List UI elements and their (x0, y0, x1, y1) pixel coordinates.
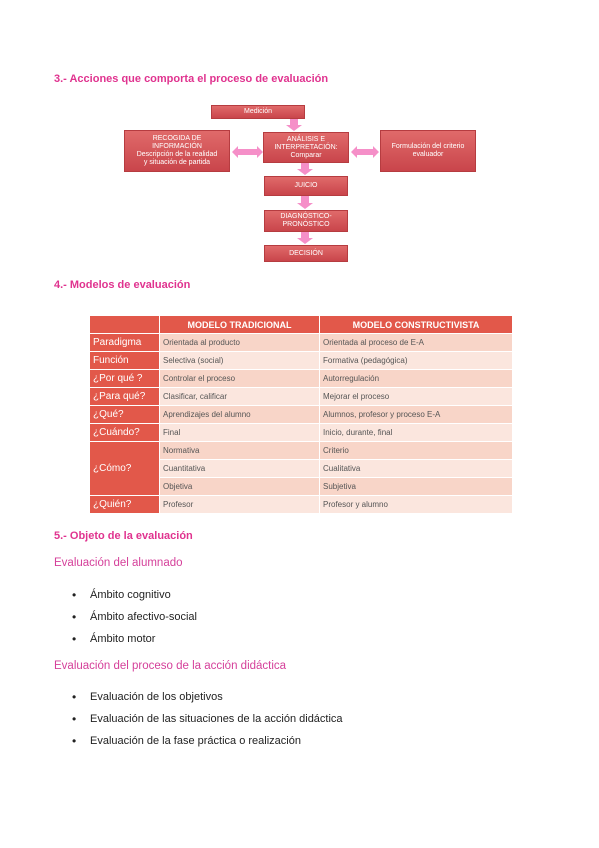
box-diagnostico-line1: DIAGNÓSTICO- (280, 213, 332, 220)
cell-tradicional: Orientada al producto (159, 333, 320, 352)
cell-constructivista: Formativa (pedagógica) (319, 351, 513, 370)
cell-tradicional: Final (159, 423, 320, 442)
arrow-recogida-analisis (232, 146, 263, 158)
box-recogida: RECOGIDA DE INFORMACIÓN Descripción de l… (124, 130, 230, 172)
alumnado-subheading: Evaluación del alumnado (54, 557, 183, 569)
box-medicion-label: Medición (243, 108, 272, 115)
table-header-row: MODELO TRADICIONAL MODELO CONSTRUCTIVIST… (89, 315, 513, 334)
list-item: Evaluación de la fase práctica o realiza… (72, 734, 343, 756)
cell-tradicional: Cuantitativa (159, 459, 320, 478)
list-item: Ámbito cognitivo (72, 588, 197, 610)
header-tradicional: MODELO TRADICIONAL (159, 315, 320, 334)
header-constructivista: MODELO CONSTRUCTIVISTA (319, 315, 513, 334)
table-row: Paradigma Orientada al producto Orientad… (89, 333, 513, 352)
cell-tradicional: Selectiva (social) (159, 351, 320, 370)
proceso-subheading: Evaluación del proceso de la acción didá… (54, 660, 287, 672)
section-4-heading: 4.- Modelos de evaluación (54, 279, 191, 291)
cell-constructivista: Criterio (319, 441, 513, 460)
section-3-heading: 3.- Acciones que comporta el proceso de … (54, 73, 329, 85)
row-label: Función (89, 351, 160, 370)
table-row: ¿Por qué ? Controlar el proceso Autorreg… (89, 369, 513, 388)
proceso-list: Evaluación de los objetivos Evaluación d… (72, 690, 343, 756)
table-row: ¿Quién? Profesor Profesor y alumno (89, 495, 513, 514)
table-row: Objetiva Subjetiva (90, 477, 513, 496)
row-label: ¿Quién? (89, 495, 160, 514)
models-table: MODELO TRADICIONAL MODELO CONSTRUCTIVIST… (89, 315, 513, 514)
box-formulacion: Formulación del criterio evaluador (380, 130, 476, 172)
arrow-analisis-formulacion (351, 146, 379, 158)
cell-tradicional: Clasificar, calificar (159, 387, 320, 406)
box-analisis-line1: ANÁLISIS E (286, 135, 326, 143)
box-juicio: JUICIO (264, 176, 348, 196)
box-diagnostico-line2: PRONÓSTICO (282, 221, 330, 228)
arrow-diagnostico-decision (297, 232, 313, 244)
box-recogida-line4: y situación de partida (143, 159, 211, 166)
box-recogida-line1: RECOGIDA DE (152, 135, 202, 142)
row-label: ¿Cómo? (89, 441, 160, 496)
cell-constructivista: Subjetiva (319, 477, 513, 496)
table-row: Función Selectiva (social) Formativa (pe… (89, 351, 513, 370)
cell-tradicional: Controlar el proceso (159, 369, 320, 388)
row-label: ¿Para qué? (89, 387, 160, 406)
box-formulacion-line2: evaluador (412, 151, 444, 158)
cell-constructivista: Autorregulación (319, 369, 513, 388)
row-label: Paradigma (89, 333, 160, 352)
table-corner (89, 315, 160, 334)
table-row: ¿Para qué? Clasificar, calificar Mejorar… (89, 387, 513, 406)
box-juicio-label: JUICIO (294, 182, 318, 189)
box-decision-label: DECISIÓN (289, 249, 323, 257)
table-row: ¿Cómo? Normativa Criterio (89, 441, 513, 496)
row-label: ¿Qué? (89, 405, 160, 424)
box-analisis: ANÁLISIS E INTERPRETACIÓN: Comparar (263, 132, 349, 163)
section-5-heading: 5.- Objeto de la evaluación (54, 530, 193, 542)
cell-constructivista: Mejorar el proceso (319, 387, 513, 406)
row-label: ¿Por qué ? (89, 369, 160, 388)
list-item: Ámbito motor (72, 632, 197, 654)
list-item: Evaluación de las situaciones de la acci… (72, 712, 343, 734)
box-recogida-line2: INFORMACIÓN (152, 143, 202, 150)
table-row: ¿Qué? Aprendizajes del alumno Alumnos, p… (89, 405, 513, 424)
row-label: ¿Cuándo? (89, 423, 160, 442)
box-medicion: Medición (211, 105, 305, 119)
cell-tradicional: Normativa (159, 441, 320, 460)
box-formulacion-line1: Formulación del criterio (391, 143, 465, 150)
arrow-juicio-diagnostico (297, 196, 313, 209)
cell-tradicional: Objetiva (159, 477, 320, 496)
list-item: Evaluación de los objetivos (72, 690, 343, 712)
box-diagnostico: DIAGNÓSTICO- PRONÓSTICO (264, 210, 348, 232)
list-item: Ámbito afectivo-social (72, 610, 197, 632)
alumnado-list: Ámbito cognitivo Ámbito afectivo-social … (72, 588, 197, 654)
table-row: ¿Cuándo? Final Inicio, durante, final (89, 423, 513, 442)
cell-constructivista: Orientada al proceso de E-A (319, 333, 513, 352)
cell-constructivista: Inicio, durante, final (319, 423, 513, 442)
arrow-analisis-juicio (297, 163, 313, 175)
cell-tradicional: Aprendizajes del alumno (159, 405, 320, 424)
cell-tradicional: Profesor (159, 495, 320, 514)
box-analisis-line3: Comparar (290, 151, 322, 159)
cell-constructivista: Profesor y alumno (319, 495, 513, 514)
box-decision: DECISIÓN (264, 245, 348, 262)
arrow-medicion-down (286, 119, 302, 131)
cell-constructivista: Alumnos, profesor y proceso E-A (319, 405, 513, 424)
box-analisis-line2: INTERPRETACIÓN: (274, 143, 338, 151)
cell-constructivista: Cualitativa (319, 459, 513, 478)
box-recogida-line3: Descripción de la realidad (136, 151, 218, 158)
